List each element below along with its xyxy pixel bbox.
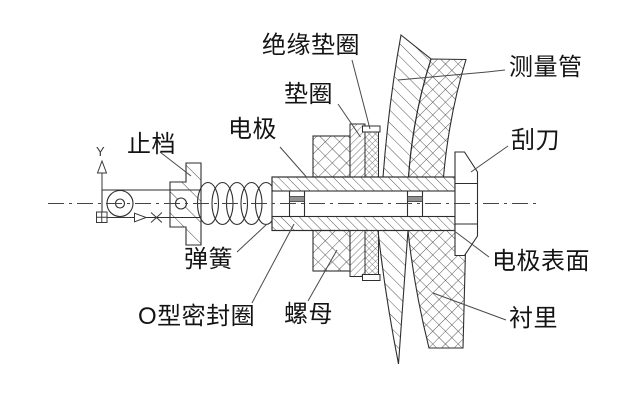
leader-lines — [159, 59, 509, 321]
leader-spring — [236, 223, 268, 253]
lining-section — [407, 58, 467, 349]
nut-section — [312, 135, 351, 272]
label-measuring-tube: 测量管 — [509, 54, 583, 81]
label-nut: 螺母 — [284, 301, 333, 328]
insulating-washer-section — [362, 125, 381, 281]
leader-o-ring — [251, 223, 295, 304]
washer-section — [349, 123, 366, 277]
leader-measuring-tube — [397, 69, 506, 81]
label-electrode-surface: 电极表面 — [492, 248, 590, 275]
leader-electrode-surface — [452, 229, 490, 258]
label-scraper: 刮刀 — [511, 127, 560, 154]
leader-lining — [432, 292, 507, 321]
x-axis-mark — [150, 212, 163, 223]
leader-nut — [307, 249, 338, 302]
label-spring: 弹簧 — [184, 246, 233, 273]
label-stop: 止档 — [127, 131, 176, 158]
leader-washer — [337, 103, 361, 138]
leader-electrode — [279, 146, 307, 177]
label-lining: 衬里 — [509, 305, 558, 332]
ucs-axis-icon — [96, 159, 163, 223]
label-o-ring-seal: O型密封圈 — [138, 303, 256, 330]
label-electrode: 电极 — [228, 116, 277, 143]
leader-insulating-washer — [351, 59, 371, 130]
y-axis-label: Y — [96, 144, 105, 159]
leader-scraper — [470, 145, 509, 173]
label-washer: 垫圈 — [284, 81, 333, 108]
leader-stop — [159, 151, 192, 177]
label-insulating-washer: 绝缘垫圈 — [262, 32, 360, 59]
